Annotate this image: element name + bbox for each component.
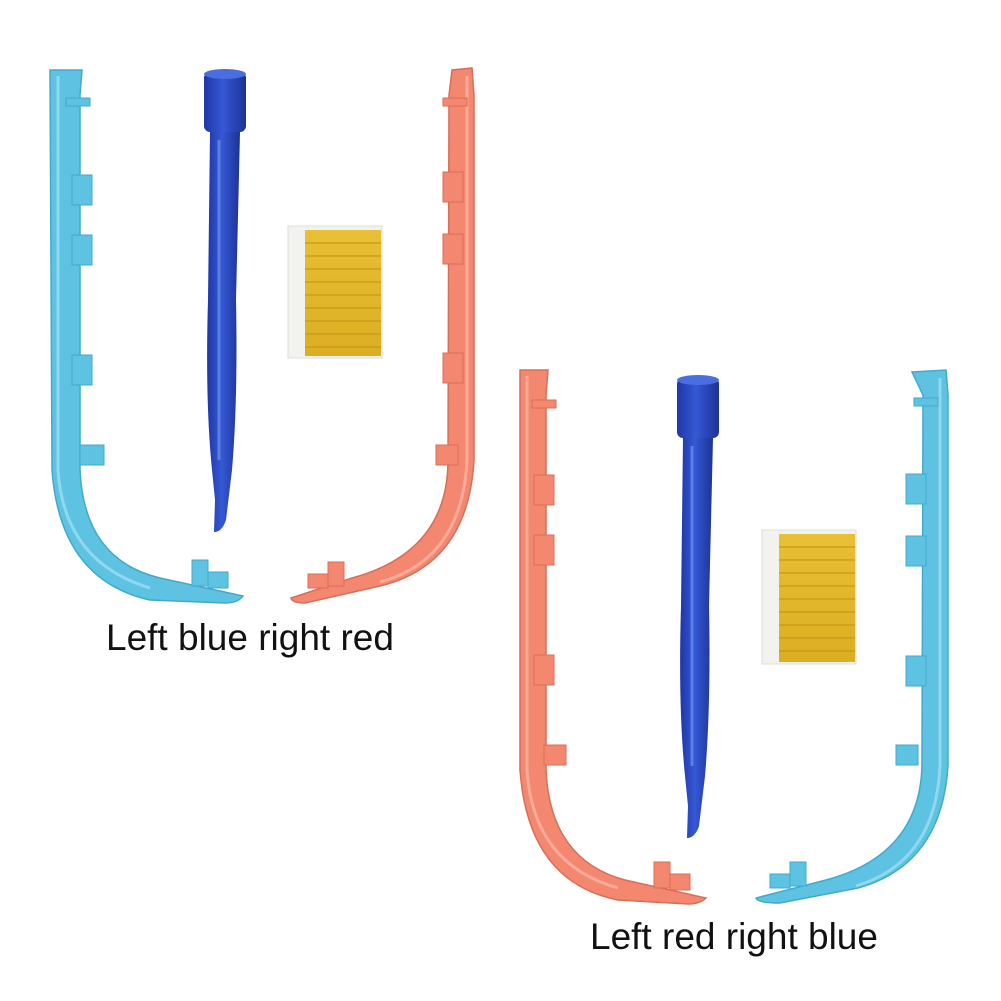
product-set-left-blue-right-red [49,67,475,604]
caption-left-red-right-blue: Left red right blue [590,916,878,957]
caption-left-blue-right-red: Left blue right red [106,617,394,658]
pry-tool [204,69,246,532]
right-blue-rail [755,369,949,904]
right-red-rail [290,67,475,604]
adhesive-tape-pack [287,225,383,359]
pry-tool [677,375,719,838]
left-blue-rail [49,69,245,604]
left-red-rail [519,369,708,905]
product-set-left-red-right-blue [519,369,949,905]
adhesive-tape-pack [761,529,857,665]
